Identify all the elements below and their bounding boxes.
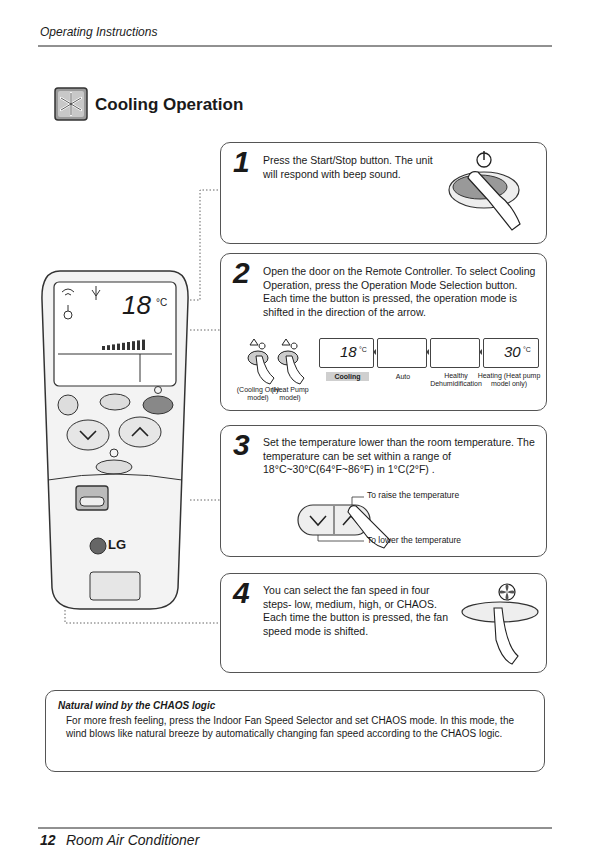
- mode-display: 18°CCooling: [319, 338, 374, 368]
- node-text: Open the door on the Remote Controller. …: [263, 265, 538, 320]
- mode-display: Auto: [377, 338, 427, 368]
- leader-connector: [190, 190, 220, 300]
- node-text: You can select the fan speed in four ste…: [263, 584, 458, 639]
- model-label: (Heat Pump model): [268, 386, 312, 402]
- callout-text: To raise the temperature: [367, 490, 459, 501]
- step-box: 4 You can select the fan speed in four st…: [220, 573, 547, 673]
- node-text: Press the Start/Stop button. The unit wi…: [263, 154, 448, 181]
- step-number: 2: [233, 258, 250, 288]
- node-text: °C: [523, 346, 531, 353]
- remote-controller: 18 °C LG: [40, 270, 190, 610]
- step-box: 1 Press the Start/Stop button. The unit w…: [220, 142, 547, 244]
- node-text: °C: [156, 298, 167, 308]
- step-number: 3: [233, 430, 250, 460]
- header-text: Operating Instructions: [40, 25, 157, 41]
- fan-button: [462, 584, 538, 664]
- node-text: Set the temperature lower than the room …: [263, 436, 538, 477]
- node-text: For more fresh feeling, press the Indoor…: [66, 714, 532, 740]
- step-box: 2 Open the door on the Remote Controller.…: [220, 253, 547, 411]
- mode-display: Healthy Dehumidification: [430, 338, 480, 368]
- leader-line: [352, 497, 364, 505]
- step-box: 3 Set the temperature lower than the room…: [220, 425, 547, 557]
- header-rule: [38, 46, 552, 47]
- node-text: 30: [504, 344, 521, 359]
- node-text: Heating (Heat pump model only): [474, 372, 544, 388]
- node-text: °C: [359, 346, 367, 353]
- mode-buttons: [248, 339, 304, 384]
- mode-arrows: [373, 349, 482, 355]
- leader-line: [318, 535, 364, 541]
- node-text: LG: [108, 538, 126, 551]
- node-text: Natural wind by the CHAOS logic: [58, 699, 215, 712]
- leader-connector: [190, 500, 220, 501]
- mode-display: 30°CHeating (Heat pump model only): [483, 338, 539, 368]
- callout-text: To lower the temperature: [367, 535, 461, 546]
- footer-text: Room Air Conditioner: [66, 831, 199, 849]
- node-text: 18: [340, 344, 357, 359]
- note-box: Natural wind by the CHAOS logicFor more …: [45, 690, 545, 772]
- step-number: 1: [233, 147, 250, 177]
- remote-body: [40, 270, 190, 610]
- start-stop-button: [449, 151, 520, 230]
- cooling-icon: [55, 88, 87, 120]
- footer-rule: [38, 828, 552, 829]
- page-number: 12: [40, 831, 56, 849]
- step-number: 4: [233, 578, 250, 608]
- node-text: Cooling: [326, 372, 369, 381]
- node-text: Auto: [370, 372, 436, 381]
- leader-connector: [190, 330, 220, 331]
- node-text: 18: [122, 292, 151, 318]
- page-title: Cooling Operation: [95, 94, 243, 116]
- leader-connector: [65, 610, 220, 623]
